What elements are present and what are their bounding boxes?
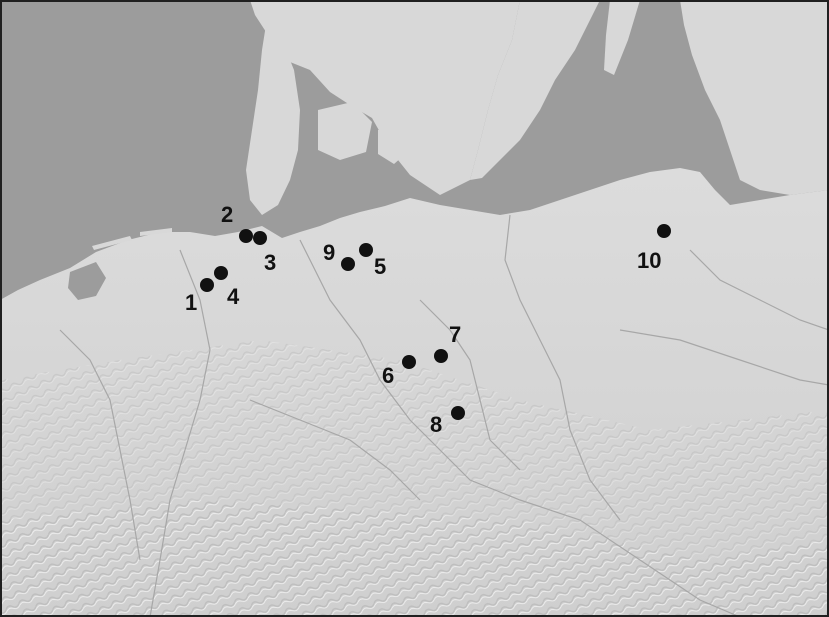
- site-7-label: 7: [449, 322, 461, 347]
- site-2-label: 2: [221, 202, 233, 227]
- site-8[interactable]: 8: [430, 406, 465, 437]
- danish-islands: [318, 102, 410, 164]
- site-10-label: 10: [637, 248, 661, 273]
- site-1-label: 1: [185, 290, 197, 315]
- borders: [59, 214, 829, 617]
- site-4-label: 4: [227, 284, 240, 309]
- alps-relief: [0, 500, 829, 617]
- site-4-marker: [214, 266, 228, 280]
- site-6-label: 6: [382, 363, 394, 388]
- site-8-label: 8: [430, 412, 442, 437]
- site-1-marker: [200, 278, 214, 292]
- site-8-marker: [451, 406, 465, 420]
- jutland-land: [246, 12, 300, 215]
- site-9-marker: [341, 257, 355, 271]
- gotland-island: [604, 0, 640, 75]
- site-3[interactable]: 3: [253, 231, 276, 275]
- site-3-label: 3: [264, 250, 276, 275]
- site-9-label: 9: [323, 240, 335, 265]
- site-7[interactable]: 7: [434, 322, 461, 363]
- ijsselmeer-water: [68, 262, 106, 300]
- site-10[interactable]: 10: [637, 224, 671, 273]
- baltic-east-land: [680, 0, 829, 195]
- site-2-marker: [239, 229, 253, 243]
- scandinavia-land: [250, 0, 520, 195]
- site-6-marker: [402, 355, 416, 369]
- site-6[interactable]: 6: [382, 355, 416, 388]
- site-markers: 1 2 3 4 5 6 7 8: [185, 202, 671, 437]
- site-9[interactable]: 9: [323, 240, 355, 271]
- site-4[interactable]: 4: [214, 266, 240, 309]
- sweden-east-land: [470, 0, 600, 180]
- site-7-marker: [434, 349, 448, 363]
- site-5-label: 5: [374, 254, 386, 279]
- site-2[interactable]: 2: [221, 202, 253, 243]
- site-1[interactable]: 1: [185, 278, 214, 315]
- site-5[interactable]: 5: [359, 243, 386, 279]
- frisian-islands: [92, 228, 172, 250]
- site-5-marker: [359, 243, 373, 257]
- site-10-marker: [657, 224, 671, 238]
- site-3-marker: [253, 231, 267, 245]
